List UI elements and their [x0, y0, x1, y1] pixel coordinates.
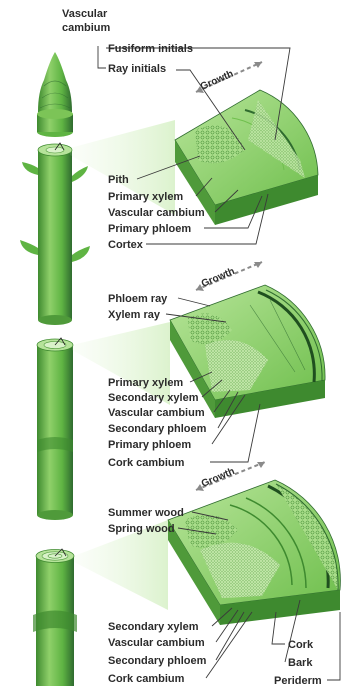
label-pith: Pith — [108, 174, 129, 186]
label-secondary-phloem-2: Secondary phloem — [108, 423, 207, 435]
label-summer-wood: Summer wood — [108, 507, 184, 519]
section1-cross-section — [70, 90, 318, 225]
growth-label-1: Growth — [199, 68, 235, 92]
label-spring-wood: Spring wood — [108, 523, 175, 535]
label-cork: Cork — [288, 639, 314, 651]
label-vascular-cambium-3: Vascular cambium — [108, 637, 205, 649]
label-xylem-ray: Xylem ray — [108, 309, 161, 321]
growth-label-2: Growth — [200, 266, 237, 290]
section3-cross-section — [74, 480, 340, 625]
stem-segment-older — [33, 549, 77, 686]
label-cork-cambium-3: Cork cambium — [108, 673, 185, 685]
label-secondary-xylem-2: Secondary xylem — [108, 392, 199, 404]
label-ray-initials: Ray initials — [108, 63, 166, 75]
label-primary-phloem-2: Primary phloem — [108, 439, 191, 451]
label-primary-xylem-2: Primary xylem — [108, 377, 183, 389]
growth-arrow-3: Growth — [196, 462, 265, 491]
label-primary-phloem-1: Primary phloem — [108, 223, 191, 235]
label-periderm: Periderm — [274, 675, 322, 687]
stem-apex-bud — [37, 52, 73, 137]
stem-segment-primary — [20, 143, 90, 325]
growth-label-3: Growth — [200, 466, 237, 490]
stem-segment-secondary — [37, 338, 73, 520]
growth-arrow-1: Growth — [196, 62, 262, 93]
label-cork-cambium-2: Cork cambium — [108, 457, 185, 469]
label-vascular-cambium-top-2: cambium — [62, 22, 111, 34]
label-secondary-xylem-3: Secondary xylem — [108, 621, 199, 633]
label-vascular-cambium-1: Vascular cambium — [108, 207, 205, 219]
label-phloem-ray: Phloem ray — [108, 293, 168, 305]
label-bark: Bark — [288, 657, 313, 669]
label-vascular-cambium-2: Vascular cambium — [108, 407, 205, 419]
label-vascular-cambium-top-1: Vascular — [62, 8, 108, 20]
label-fusiform-initials: Fusiform initials — [108, 43, 193, 55]
label-secondary-phloem-3: Secondary phloem — [108, 655, 207, 667]
growth-arrow-2: Growth — [196, 262, 262, 291]
label-primary-xylem-1: Primary xylem — [108, 191, 183, 203]
label-cortex: Cortex — [108, 239, 144, 251]
